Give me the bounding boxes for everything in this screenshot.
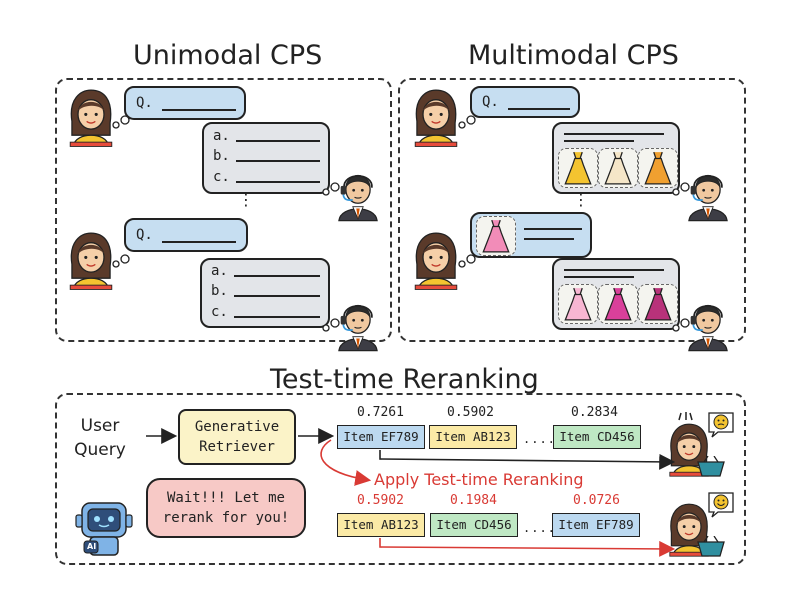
score-label: 0.1984 [450, 493, 497, 508]
text-line [524, 228, 582, 230]
query-bubble: Q. [124, 86, 246, 120]
user-query-line: Query [74, 440, 126, 460]
product-thumbnail[interactable] [558, 148, 598, 188]
multimodal-panel [398, 78, 746, 342]
query-bubble: Q. [124, 218, 248, 252]
image-query-bubble [470, 212, 592, 258]
smile-face-icon [708, 492, 734, 518]
text-line [236, 181, 320, 183]
answer-c-label: c. [211, 304, 228, 320]
text-line [234, 275, 320, 277]
ranked-item: Item AB123 [337, 513, 425, 537]
apply-reranking-label: Apply Test-time Reranking [374, 470, 584, 489]
ranked-item: Item AB123 [429, 425, 517, 449]
score-label: 0.5902 [447, 405, 494, 420]
product-thumbnail[interactable] [558, 284, 598, 324]
shopping-basket-icon [697, 456, 725, 477]
unimodal-title: Unimodal CPS [133, 40, 323, 71]
ellipsis: ⋮ [238, 190, 254, 209]
ranked-item: Item CD456 [553, 425, 641, 449]
query-label: Q. [136, 95, 153, 111]
score-label: 0.5902 [357, 493, 404, 508]
score-label: 0.2834 [571, 405, 618, 420]
query-label: Q. [482, 94, 499, 110]
ellipsis: ⋮ [573, 190, 589, 209]
text-line [524, 238, 574, 240]
text-line [162, 109, 236, 111]
reranking-title: Test-time Reranking [270, 364, 539, 395]
ranked-item: Item EF789 [337, 425, 425, 449]
unimodal-panel [55, 78, 392, 342]
shopping-basket-icon [697, 536, 725, 557]
user-query-label: User Query [68, 414, 132, 462]
query-bubble: Q. [470, 86, 580, 118]
answer-a-label: a. [211, 263, 228, 279]
answer-b-label: b. [211, 283, 228, 299]
answer-a-label: a. [213, 128, 230, 144]
retriever-line: Generative [194, 419, 280, 435]
multimodal-title: Multimodal CPS [468, 40, 679, 71]
answer-c-label: c. [213, 169, 230, 185]
ranked-item: Item EF789 [552, 513, 640, 537]
product-bubble [552, 258, 680, 330]
answer-bubble: a. b. c. [200, 258, 330, 328]
product-thumbnail[interactable] [638, 148, 678, 188]
product-thumbnail[interactable] [598, 148, 638, 188]
answer-b-label: b. [213, 148, 230, 164]
sweat-marks-icon [678, 412, 693, 421]
score-label: 0.7261 [357, 405, 404, 420]
apply-reranking-arrow [320, 439, 372, 486]
text-line [564, 140, 634, 142]
score-label: 0.0726 [573, 493, 620, 508]
text-line [508, 108, 570, 110]
text-line [234, 295, 320, 297]
reranking-panel [55, 393, 746, 565]
robot-ai-label: AI [87, 542, 97, 551]
text-line [564, 276, 634, 278]
speech-line: rerank for you! [162, 510, 290, 526]
query-label: Q. [136, 227, 153, 243]
generative-retriever-box: Generative Retriever [178, 409, 296, 465]
text-line [162, 241, 236, 243]
ranked-item: Item CD456 [430, 513, 518, 537]
product-thumbnail[interactable] [598, 284, 638, 324]
speech-line: Wait!!! Let me [166, 490, 285, 506]
text-line [564, 269, 664, 271]
before-to-shopper-arrow [379, 450, 676, 470]
text-line [236, 160, 320, 162]
product-thumbnail[interactable] [476, 216, 516, 256]
product-thumbnail[interactable] [638, 284, 678, 324]
after-to-shopper-arrow [379, 538, 676, 557]
text-line [234, 316, 320, 318]
robot-speech-bubble: Wait!!! Let me rerank for you! [146, 478, 306, 538]
user-query-line: User [80, 416, 120, 436]
robot-icon [75, 502, 133, 556]
frown-face-icon [708, 412, 734, 438]
product-bubble [552, 122, 680, 194]
text-line [236, 140, 320, 142]
retriever-line: Retriever [199, 439, 275, 455]
answer-bubble: a. b. c. [202, 122, 330, 194]
text-line [564, 133, 664, 135]
